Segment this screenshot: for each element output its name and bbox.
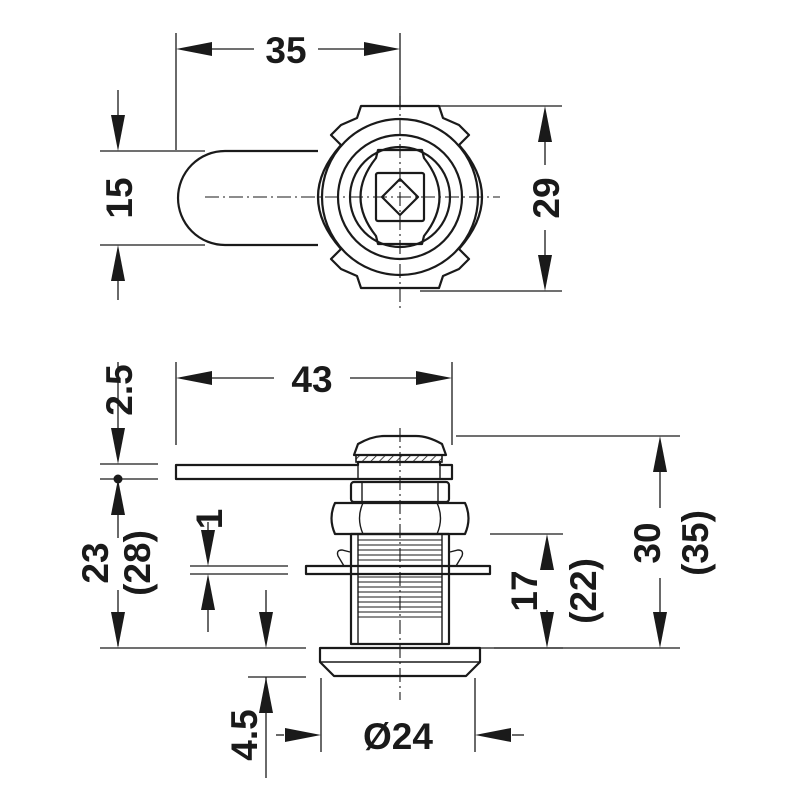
dim-side-bezel-diameter-label: Ø24 xyxy=(363,716,433,757)
dim-top-cam-width-label: 15 xyxy=(99,177,140,218)
dim-side-gap: 1 xyxy=(189,509,288,648)
dim-side-bezel-diameter: Ø24 xyxy=(276,678,524,757)
side-cam-plate xyxy=(174,460,454,481)
top-plug-outline xyxy=(359,148,441,246)
top-view: 35 15 29 xyxy=(99,30,567,310)
side-thread-lines xyxy=(358,539,442,618)
top-cam-outline xyxy=(176,149,318,247)
dim-side-bezel-height: 4.5 xyxy=(224,676,306,778)
dim-side-thread: 17 (22) xyxy=(490,533,604,649)
dim-side-height: 30 (35) xyxy=(456,435,716,649)
side-clip-washer xyxy=(304,564,492,576)
dim-side-thread-main-label: 17 xyxy=(504,570,545,611)
dim-top-body-height: 29 xyxy=(420,105,567,292)
dim-side-total-length: 43 xyxy=(175,359,453,445)
dim-side-gap-label: 1 xyxy=(189,509,230,530)
dim-side-bezel-height-label: 4.5 xyxy=(224,709,265,760)
dim-side-cam-thickness-label: 2.5 xyxy=(99,364,140,415)
dim-side-height-alt-label: (35) xyxy=(675,510,716,576)
dim-side-grip: 23 (28) xyxy=(75,479,306,649)
dim-top-width-label: 35 xyxy=(265,30,306,71)
dim-side-grip-main-label: 23 xyxy=(75,542,116,583)
side-view: 43 2.5 23 (28) xyxy=(75,359,716,778)
dim-top-body-height-label: 29 xyxy=(526,177,567,218)
dim-side-cam-thickness: 2.5 xyxy=(99,362,158,484)
side-key-head xyxy=(352,434,448,457)
side-hex-nut xyxy=(330,501,470,536)
dim-side-thread-alt-label: (22) xyxy=(563,558,604,624)
top-key-diamond xyxy=(380,177,420,217)
dim-side-grip-alt-label: (28) xyxy=(117,530,158,596)
dim-side-height-main-label: 30 xyxy=(627,522,668,563)
dim-top-cam-width: 15 xyxy=(99,90,205,300)
dim-top-width: 35 xyxy=(175,30,401,150)
dim-side-total-length-label: 43 xyxy=(291,359,332,400)
